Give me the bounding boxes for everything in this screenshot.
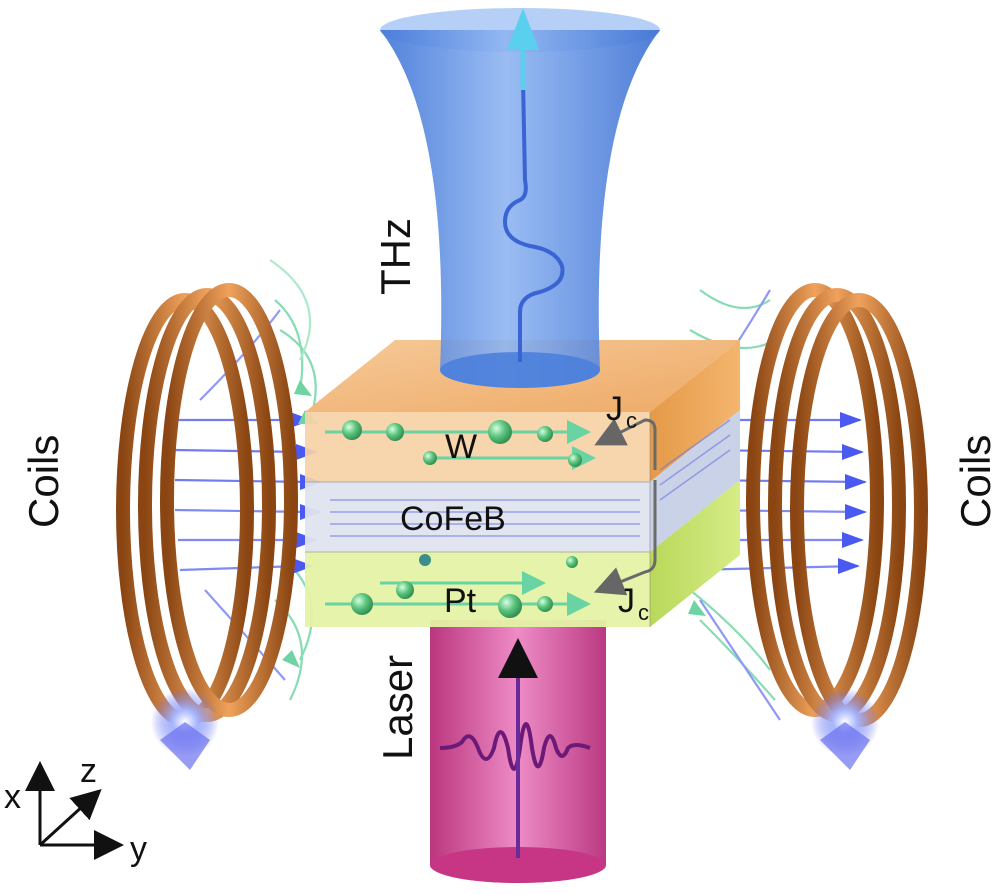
pt-spin-current — [325, 554, 591, 618]
coils-right-label: Coils — [952, 435, 999, 528]
thz-wave — [502, 79, 565, 362]
layer-pt-front — [305, 552, 650, 627]
layer-w-side — [650, 340, 740, 482]
layer-cofeb-front — [305, 482, 650, 552]
layer-cofeb-label: CoFeB — [400, 500, 506, 538]
z-axis-label: z — [80, 752, 97, 790]
right-coil-spark — [820, 722, 870, 770]
right-coil-assembly — [688, 283, 928, 770]
svg-text:c: c — [626, 408, 637, 433]
coordinate-axes: x y z — [4, 752, 147, 868]
jc-arrow-bottom — [593, 480, 657, 596]
cofeb-magnetization — [330, 419, 731, 537]
svg-text:J: J — [618, 582, 635, 620]
jc-label-bottom: J c — [618, 582, 649, 625]
layer-pt-label: Pt — [444, 582, 477, 620]
laser-beam — [430, 620, 606, 883]
layer-w-label: W — [445, 428, 477, 466]
left-coil — [116, 283, 298, 727]
jc-arrow-top — [594, 418, 657, 470]
right-coil — [746, 283, 928, 727]
z-axis-arrow — [38, 788, 102, 847]
y-axis-label: y — [130, 830, 147, 868]
thz-arrowhead — [507, 8, 539, 50]
coils-left-label: Coils — [20, 435, 67, 528]
layer-cofeb-side — [650, 410, 740, 552]
laser-pulse-wave — [439, 722, 591, 771]
w-spin-current — [325, 420, 596, 470]
x-axis-label: x — [4, 778, 21, 816]
thz-beam — [380, 8, 660, 388]
jc-label-top: J c — [606, 390, 637, 433]
left-coil-assembly — [116, 259, 322, 770]
svg-text:c: c — [638, 600, 649, 625]
layer-pt-side — [650, 480, 740, 627]
laser-label: Laser — [374, 655, 421, 760]
left-coil-spark — [160, 722, 210, 770]
svg-text:J: J — [606, 390, 623, 428]
thz-label: THz — [372, 218, 419, 295]
